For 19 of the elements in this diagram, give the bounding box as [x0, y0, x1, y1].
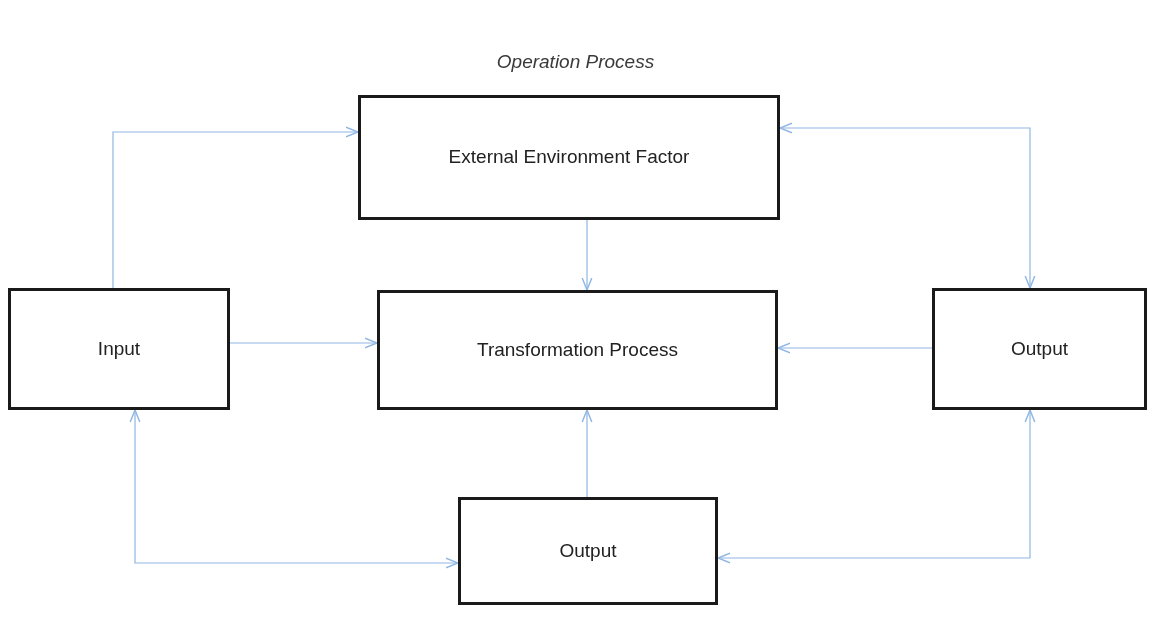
arrow: [112, 126, 359, 289]
arrow: [777, 342, 933, 354]
box-label: Output: [1009, 336, 1069, 361]
process-box: [932, 288, 1147, 410]
process-box: [8, 288, 230, 410]
arrow: [229, 337, 378, 349]
arrow: [717, 409, 1036, 564]
box-label: Transformation Process: [476, 337, 679, 362]
arrow: [779, 122, 1036, 289]
box-label: Output: [558, 538, 618, 563]
box-label: External Environment Factor: [447, 145, 691, 170]
process-box: [358, 95, 780, 220]
arrow: [129, 409, 459, 569]
arrow: [581, 219, 593, 291]
arrow: [581, 409, 593, 498]
process-box: [458, 497, 718, 605]
box-label: Input: [96, 336, 142, 361]
diagram-title: Operation Process: [496, 50, 655, 74]
process-box: [377, 290, 778, 410]
